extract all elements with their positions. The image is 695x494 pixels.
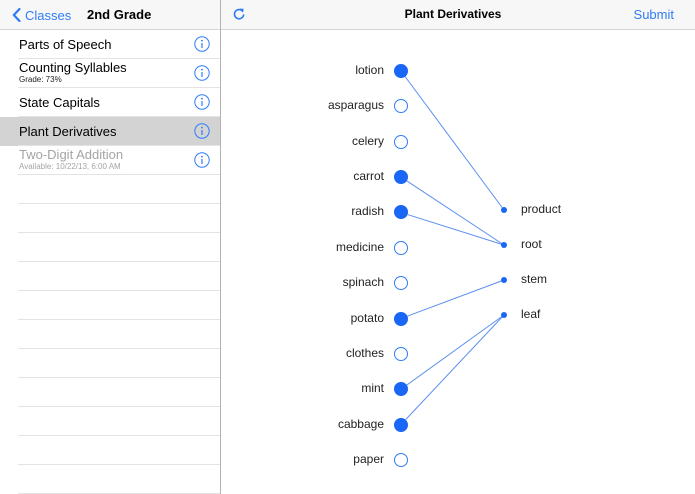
empty-row: [0, 291, 220, 320]
empty-row: [0, 349, 220, 378]
empty-row: [0, 204, 220, 233]
assignment-title: Two-Digit Addition: [19, 147, 124, 162]
category-label: root: [521, 237, 542, 251]
info-icon: [194, 94, 210, 110]
empty-row: [0, 175, 220, 204]
item-node[interactable]: [394, 417, 408, 432]
item-label: spinach: [342, 275, 384, 290]
category-dot[interactable]: [501, 312, 507, 318]
match-line: [404, 76, 505, 211]
item-label: medicine: [335, 239, 384, 254]
sidebar-header: Classes 2nd Grade: [0, 0, 220, 30]
info-button[interactable]: [194, 94, 210, 110]
info-icon: [194, 152, 210, 168]
info-button[interactable]: [194, 65, 210, 81]
match-line: [406, 314, 505, 386]
item-label: lotion: [355, 63, 384, 77]
match-line: [407, 214, 505, 246]
item-label: celery: [351, 133, 384, 148]
item-node[interactable]: [394, 346, 408, 361]
assignment-row[interactable]: Plant Derivatives: [0, 117, 220, 146]
item-node[interactable]: [394, 99, 408, 114]
item-label: cabbage: [337, 416, 384, 431]
assignment-row[interactable]: Parts of Speech: [0, 30, 220, 59]
empty-row: [0, 262, 220, 291]
item-node[interactable]: [394, 134, 408, 149]
assignment-title: Parts of Speech: [19, 37, 112, 52]
sidebar-title: 2nd Grade: [87, 7, 152, 22]
empty-row: [0, 407, 220, 436]
empty-row: [0, 378, 220, 407]
info-button[interactable]: [194, 123, 210, 139]
item-label: radish: [351, 204, 384, 219]
item-node[interactable]: [394, 382, 408, 397]
item-node[interactable]: [394, 64, 408, 78]
item-label: carrot: [353, 169, 384, 184]
empty-row: [0, 436, 220, 465]
item-node[interactable]: [394, 170, 408, 185]
empty-row: [0, 320, 220, 349]
page-title: Plant Derivatives: [404, 7, 502, 21]
info-icon: [194, 123, 210, 139]
content-header: Plant Derivatives Submit: [221, 0, 695, 30]
back-to-classes-button[interactable]: Classes: [12, 7, 71, 23]
item-node[interactable]: [394, 205, 408, 220]
item-label: mint: [361, 381, 384, 396]
category-dot[interactable]: [501, 277, 507, 283]
refresh-button[interactable]: [232, 7, 246, 21]
back-label: Classes: [25, 7, 72, 23]
item-label: asparagus: [327, 98, 384, 113]
info-icon: [194, 65, 210, 81]
category-label: product: [521, 202, 562, 216]
assignment-title: Counting Syllables: [19, 60, 127, 75]
item-node[interactable]: [394, 311, 408, 326]
item-label: paper: [353, 451, 384, 466]
refresh-icon: [233, 8, 245, 20]
assignment-subtitle: Available: 10/22/13, 6:00 AM: [19, 162, 121, 171]
empty-row: [0, 465, 220, 494]
submit-button[interactable]: Submit: [633, 7, 674, 22]
assignment-row[interactable]: State Capitals: [0, 88, 220, 117]
assignment-subtitle: Grade: 73%: [19, 75, 62, 84]
assignment-title: Plant Derivatives: [19, 124, 117, 139]
assignment-title: State Capitals: [19, 95, 100, 110]
chevron-left-icon: [12, 8, 21, 22]
item-label: potato: [350, 310, 384, 325]
info-icon: [194, 36, 210, 52]
category-label: leaf: [521, 307, 541, 321]
category-label: stem: [521, 272, 548, 286]
item-node[interactable]: [394, 452, 408, 467]
item-node[interactable]: [394, 276, 408, 291]
info-button[interactable]: [194, 152, 210, 168]
item-label: clothes: [345, 345, 384, 360]
item-node[interactable]: [394, 240, 408, 255]
match-line: [405, 314, 505, 420]
info-button[interactable]: [194, 36, 210, 52]
match-line: [406, 180, 505, 246]
match-line: [407, 279, 505, 317]
category-dot[interactable]: [501, 242, 507, 248]
category-dot[interactable]: [501, 207, 507, 213]
empty-row: [0, 233, 220, 262]
